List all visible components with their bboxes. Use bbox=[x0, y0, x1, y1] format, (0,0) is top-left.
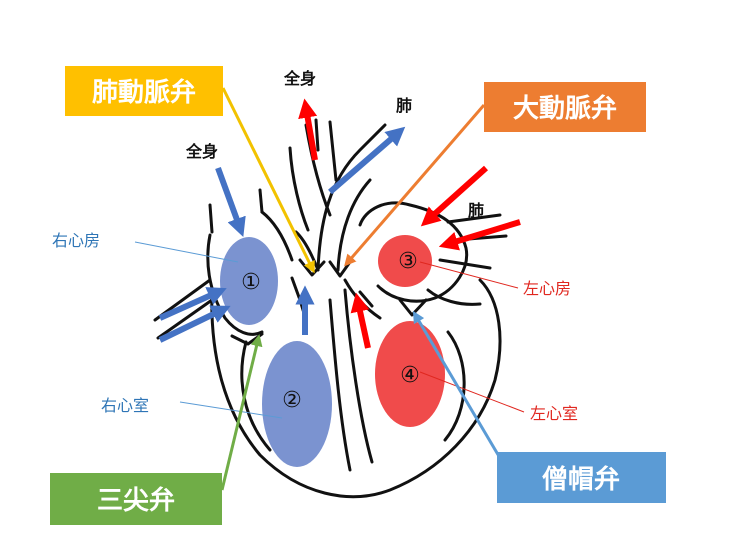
label-leader-lines bbox=[134, 241, 525, 419]
tricuspid-valve-label: 三尖弁 bbox=[97, 485, 175, 516]
red-arrow-to-body bbox=[298, 98, 318, 161]
heart-outline bbox=[153, 118, 508, 499]
chamber-number-1: ① bbox=[241, 270, 261, 295]
left-ventricle-chamber bbox=[375, 321, 445, 427]
blue-arrow-from-lower-body-1 bbox=[158, 287, 227, 321]
label-hai-right: 肺 bbox=[468, 201, 484, 220]
chamber-number-3: ③ bbox=[398, 249, 418, 274]
label-zenshin-top: 全身 bbox=[283, 69, 316, 88]
red-arrow-from-lung-2 bbox=[438, 219, 521, 251]
label-hai-top: 肺 bbox=[396, 96, 412, 115]
chamber-numbers: ① ② ③ ④ bbox=[241, 249, 420, 413]
mitral-valve-label: 僧帽弁 bbox=[542, 464, 620, 495]
label-zenshin-left: 全身 bbox=[185, 142, 218, 161]
red-flow-arrows bbox=[298, 98, 521, 349]
label-right-ventricle: 右心室 bbox=[101, 396, 149, 415]
anatomy-labels: 全身 全身 肺 肺 右心房 右心室 左心房 左心室 bbox=[52, 69, 578, 423]
chamber-number-4: ④ bbox=[400, 363, 420, 388]
blue-arrow-from-lower-body-2 bbox=[158, 305, 231, 343]
blue-flow-arrows bbox=[158, 126, 406, 343]
tricuspid-valve-callout: 三尖弁 bbox=[50, 334, 263, 525]
pulmonary-valve-label: 肺動脈弁 bbox=[92, 77, 196, 108]
blue-arrow-to-lung bbox=[328, 126, 406, 195]
label-left-ventricle: 左心室 bbox=[530, 404, 578, 423]
red-arrow-up-lv bbox=[350, 292, 371, 349]
chamber-number-2: ② bbox=[282, 388, 302, 413]
right-atrium-chamber bbox=[220, 237, 278, 325]
label-right-atrium: 右心房 bbox=[52, 231, 100, 250]
blue-arrow-from-upper-body bbox=[215, 166, 246, 238]
aortic-valve-label: 大動脈弁 bbox=[513, 93, 617, 124]
aortic-valve-callout: 大動脈弁 bbox=[344, 82, 646, 267]
red-arrow-from-lung-1 bbox=[420, 165, 489, 227]
pulmonary-valve-callout: 肺動脈弁 bbox=[65, 66, 315, 274]
left-atrium-chamber bbox=[378, 235, 432, 287]
mitral-valve-callout: 僧帽弁 bbox=[412, 310, 666, 503]
label-left-atrium: 左心房 bbox=[523, 279, 571, 298]
right-ventricle-chamber bbox=[262, 341, 332, 467]
